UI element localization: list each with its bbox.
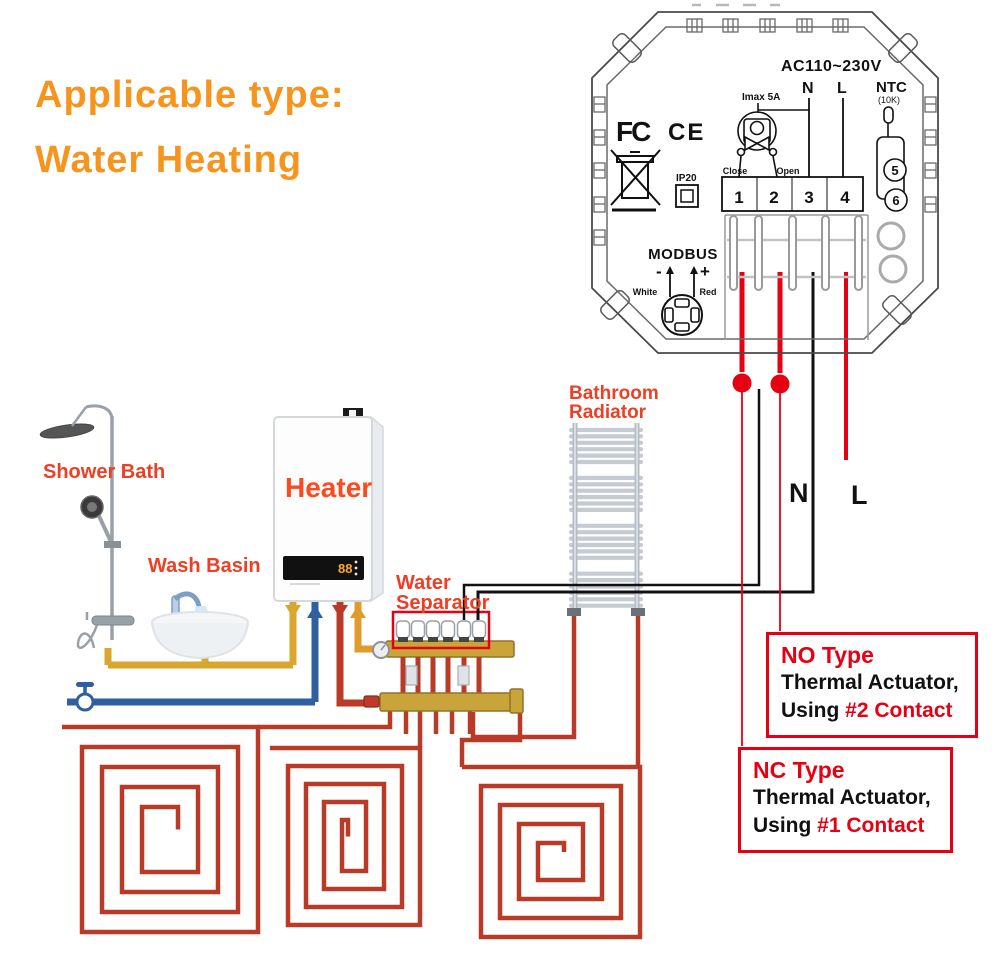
radiator-label-1: Bathroom	[569, 383, 659, 404]
flow-meter	[457, 665, 470, 686]
close-label: Close	[723, 166, 748, 176]
mount-tabs	[593, 18, 937, 246]
wire-terminal3-black	[476, 272, 815, 620]
water-separator	[363, 610, 524, 714]
sensor-terminal-5: 5	[891, 163, 898, 178]
no-type-line2: Thermal Actuator,	[781, 671, 959, 694]
water-valve-icon	[75, 682, 95, 712]
thermostat-back-panel: AC110~230V FC CE IP20 Imax 5A	[591, 3, 939, 354]
modbus-minus: -	[656, 262, 662, 281]
separator-highlight-frame	[391, 610, 491, 650]
separator-label-2: Separator	[396, 592, 490, 614]
coil-feed-3	[459, 708, 523, 767]
no-type-line3: Using #2 Contact	[781, 697, 963, 725]
mounting-hole	[876, 221, 906, 251]
n-terminal-label: N	[802, 80, 814, 97]
imax-label: Imax 5A	[742, 92, 780, 103]
bathroom-radiator	[567, 423, 645, 616]
header-line2: Water Heating	[35, 139, 302, 181]
coil-feed-1	[258, 711, 393, 730]
ce-mark: CE	[668, 119, 705, 146]
flow-meter	[405, 665, 418, 686]
nc-type-line2: Thermal Actuator,	[753, 786, 931, 809]
equipment-labels: Shower Bath Wash Basin Heater Water Sepa…	[43, 383, 659, 614]
floor-coil-2	[270, 745, 423, 928]
terminal-4: 4	[840, 188, 850, 207]
radiator-foot-left	[567, 608, 581, 616]
ntc-label: NTC	[876, 79, 907, 96]
modbus-plus: +	[700, 262, 710, 281]
manifold-riser-pipes	[400, 657, 482, 695]
nc-contact-text: #1 Contact	[817, 814, 925, 837]
ip20-label: IP20	[676, 173, 697, 184]
floor-coil-1	[62, 724, 261, 935]
shower-label: Shower Bath	[43, 461, 165, 483]
page-header: Applicable type: Water Heating	[35, 74, 345, 181]
heater-display-digits: 88	[338, 561, 352, 576]
header-line1: Applicable type:	[35, 74, 345, 116]
heater-label: Heater	[285, 472, 372, 503]
flow-arrows	[285, 605, 366, 618]
nc-type-note: NC Type Thermal Actuator, Using #1 Conta…	[738, 747, 953, 853]
terminal-2: 2	[769, 188, 778, 207]
basin-label: Wash Basin	[148, 555, 261, 577]
fcc-mark: FC	[616, 116, 651, 147]
wire-junction-dot	[770, 374, 790, 394]
radiator-label-2: Radiator	[569, 402, 647, 423]
heater-unit: 88	[273, 408, 384, 603]
manifold-lower-rail	[379, 692, 515, 712]
ntc-sensor: NTC (10K) 5 6	[876, 79, 908, 212]
ip20-icon: IP20	[675, 173, 699, 208]
modbus-white-label: White	[633, 287, 658, 297]
ntc-sub-label: (10K)	[878, 95, 900, 105]
terminal-block: Close Open 1 2 3 4	[721, 166, 864, 212]
voltage-label: AC110~230V	[781, 58, 882, 75]
mounting-hole	[878, 254, 908, 284]
wire-junction-dot	[732, 373, 752, 393]
weee-bin-icon	[610, 149, 661, 212]
actuator-wire-black-1	[462, 389, 761, 620]
separator-label-1: Water	[396, 572, 451, 594]
no-type-title: NO Type	[781, 642, 874, 668]
heater-display	[283, 556, 364, 580]
valve-handle	[363, 695, 380, 708]
n-wire-label: N	[789, 478, 809, 508]
modbus-label: MODBUS	[648, 246, 718, 263]
nc-using-text: Using	[753, 814, 818, 837]
valve-motor-symbol: Imax 5A	[736, 92, 809, 178]
corner-slots	[600, 33, 918, 325]
no-contact-text: #2 Contact	[845, 699, 953, 722]
actuator-heads	[395, 620, 487, 642]
shower-fixture	[39, 404, 135, 650]
open-label: Open	[776, 166, 799, 176]
wash-basin	[151, 591, 249, 660]
radiator-pipes	[470, 616, 641, 765]
no-using-text: Using	[781, 699, 846, 722]
modbus-connector: MODBUS - + White Red	[633, 246, 718, 336]
sensor-terminal-6: 6	[892, 193, 899, 208]
wire-clamp-block	[724, 214, 869, 340]
l-wire-label: L	[851, 480, 868, 510]
nc-type-title: NC Type	[753, 757, 845, 783]
radiator-foot-right	[631, 608, 645, 616]
terminal-1: 1	[734, 188, 743, 207]
external-wiring	[462, 272, 848, 746]
floor-coil-3	[462, 764, 643, 940]
nc-type-line3: Using #1 Contact	[753, 812, 938, 840]
terminal-3: 3	[804, 188, 813, 207]
no-type-note: NO Type Thermal Actuator, Using #2 Conta…	[766, 632, 978, 738]
modbus-red-label: Red	[699, 287, 716, 297]
l-terminal-label: L	[837, 80, 847, 97]
radiator-bars	[568, 427, 644, 608]
floor-heating-coils	[62, 708, 643, 940]
